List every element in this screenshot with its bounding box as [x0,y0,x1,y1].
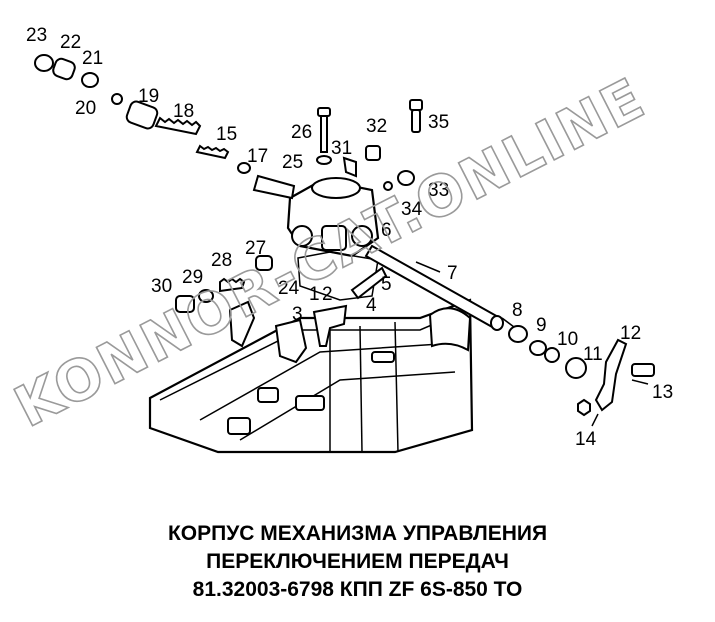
callout-34: 34 [401,199,423,220]
caption-line-3: 81.32003-6798 КПП ZF 6S-850 ТО [192,578,523,601]
callout-28: 28 [211,250,232,271]
callout-14: 14 [575,429,597,450]
callout-25: 25 [282,152,303,173]
callout-10: 10 [557,329,578,350]
callout-21: 21 [82,48,103,69]
callout-31: 31 [331,138,352,159]
callout-15: 15 [216,124,237,145]
callout-3: 3 [292,304,303,325]
callout-27: 27 [245,238,266,259]
callout-4: 4 [366,295,377,316]
callout-23: 23 [26,25,47,46]
callout-35: 35 [428,112,449,133]
callout-17: 17 [247,146,268,167]
callout-6: 6 [381,220,392,241]
callout-5: 5 [381,274,392,295]
diagram-caption: КОРПУС МЕХАНИЗМА УПРАВЛЕНИЯ ПЕРЕКЛЮЧЕНИЕ… [0,520,715,604]
callout-12: 12 [620,323,641,344]
shift-rod [364,244,504,331]
callout-32: 32 [366,116,387,137]
callout-24: 24 [278,278,300,299]
control-mechanism-housing [286,177,380,301]
upper-left-parts-chain [34,54,296,200]
callout-26: 26 [291,122,312,143]
caption-line-1: КОРПУС МЕХАНИЗМА УПРАВЛЕНИЯ [167,522,548,545]
left-small-parts [175,255,388,364]
callout-13: 13 [652,382,673,403]
callout-19: 19 [138,86,159,107]
callout-7: 7 [447,263,458,284]
callout-22: 22 [60,32,81,53]
callout-29: 29 [182,267,203,288]
callout-11: 11 [583,344,603,365]
gearbox-housing [148,298,474,454]
callout-2: 2 [322,284,333,305]
callout-9: 9 [536,315,547,336]
exploded-parts-diagram: 1 2 3 4 5 6 7 8 9 10 11 12 13 14 15 17 1… [4,25,673,454]
callout-labels: 1 2 3 4 5 6 7 8 9 10 11 12 13 14 15 17 1… [26,25,673,450]
callout-30: 30 [151,276,172,297]
callout-8: 8 [512,300,523,321]
right-parts-chain [508,325,655,417]
callout-18: 18 [173,101,194,122]
top-fasteners [316,99,423,191]
caption-line-2: ПЕРЕКЛЮЧЕНИЕМ ПЕРЕДАЧ [206,550,509,573]
callout-1: 1 [309,284,320,305]
callout-33: 33 [428,180,449,201]
leader-lines [415,261,649,427]
callout-20: 20 [75,98,96,119]
